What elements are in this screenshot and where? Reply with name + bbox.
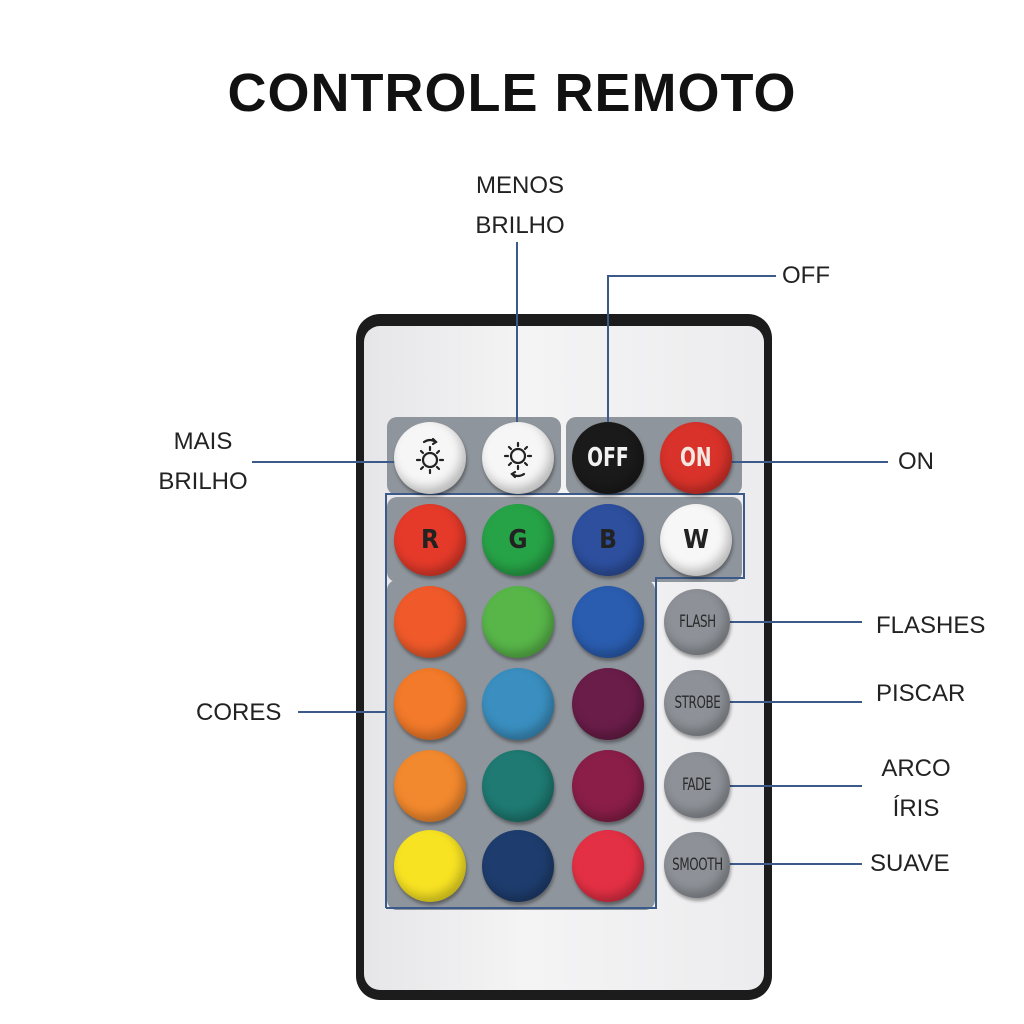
mais-brilho-label: MAIS BRILHO: [138, 422, 268, 502]
menos-brilho-line-1: MENOS: [475, 172, 564, 199]
arco-iris-label: ARCO ÍRIS: [866, 749, 966, 829]
flash-button[interactable]: FLASH: [664, 589, 730, 655]
color-button-navy[interactable]: [482, 830, 554, 902]
off-label: OFF: [782, 262, 830, 289]
color-button-orange-red[interactable]: [394, 586, 466, 658]
green-button[interactable]: G: [482, 504, 554, 576]
mais-brilho-line-2: BRILHO: [158, 468, 248, 495]
on-button[interactable]: ON: [660, 422, 732, 494]
blue-button[interactable]: B: [572, 504, 644, 576]
brightness-up-icon: [415, 437, 445, 475]
fade-button-label: FADE: [682, 775, 712, 795]
fade-button[interactable]: FADE: [664, 752, 730, 818]
color-button-crimson[interactable]: [572, 830, 644, 902]
brightness-down-icon: [503, 441, 533, 479]
color-button-plum[interactable]: [572, 668, 644, 740]
color-button-teal[interactable]: [482, 750, 554, 822]
strobe-button-label: STROBE: [674, 693, 720, 713]
on-button-label: ON: [680, 443, 712, 473]
off-button-label: OFF: [587, 443, 629, 473]
brightness-down-button[interactable]: [482, 422, 554, 494]
menos-brilho-label: MENOS BRILHO: [450, 166, 590, 246]
color-button-sky-blue[interactable]: [482, 668, 554, 740]
green-button-label: G: [508, 525, 528, 555]
page-title: CONTROLE REMOTO: [227, 63, 797, 123]
mais-brilho-line-1: MAIS: [173, 428, 233, 455]
blue-button-label: B: [599, 525, 617, 555]
white-button[interactable]: W: [660, 504, 732, 576]
on-label: ON: [898, 448, 934, 475]
arco-iris-line-2: ÍRIS: [892, 795, 940, 822]
red-button[interactable]: R: [394, 504, 466, 576]
brightness-up-button[interactable]: [394, 422, 466, 494]
color-button-maroon[interactable]: [572, 750, 644, 822]
strobe-button[interactable]: STROBE: [664, 670, 730, 736]
color-button-yellow[interactable]: [394, 830, 466, 902]
piscar-label: PISCAR: [876, 680, 966, 707]
menos-brilho-line-2: BRILHO: [475, 212, 565, 239]
red-button-label: R: [420, 525, 439, 555]
smooth-button-label: SMOOTH: [671, 855, 723, 875]
cores-label: CORES: [196, 699, 282, 726]
suave-label: SUAVE: [870, 850, 950, 877]
flash-button-label: FLASH: [678, 612, 716, 632]
flashes-label: FLASHES: [876, 612, 986, 639]
off-button[interactable]: OFF: [572, 422, 644, 494]
color-button-orange[interactable]: [394, 668, 466, 740]
white-button-label: W: [683, 525, 709, 555]
color-button-light-orange[interactable]: [394, 750, 466, 822]
color-button-medium-blue[interactable]: [572, 586, 644, 658]
color-button-light-green[interactable]: [482, 586, 554, 658]
smooth-button[interactable]: SMOOTH: [664, 832, 730, 898]
arco-iris-line-1: ARCO: [881, 755, 951, 782]
